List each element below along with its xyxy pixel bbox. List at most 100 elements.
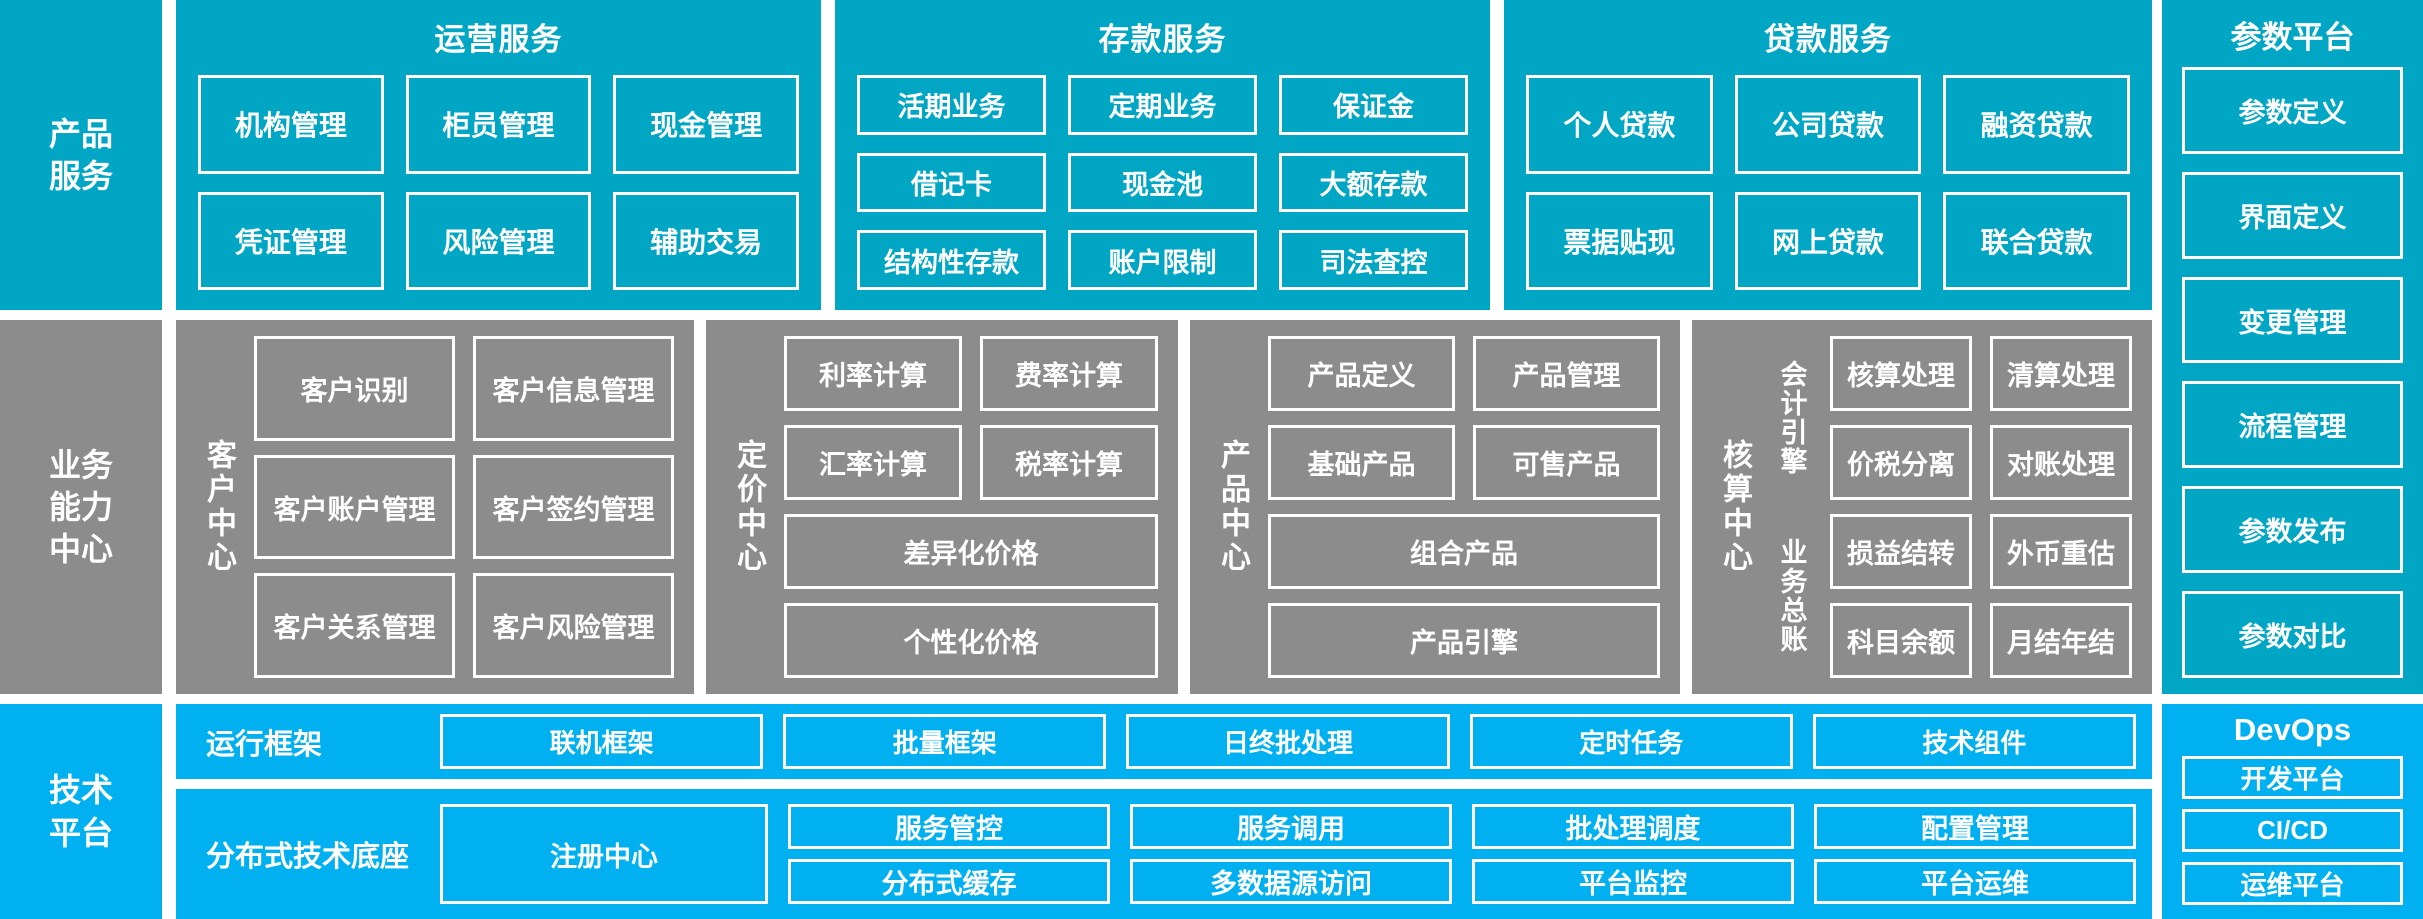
module-chayihua-jiage[interactable]: 差异化价格	[784, 514, 1158, 589]
module-kemu-yue[interactable]: 科目余额	[1830, 603, 1972, 678]
module-yuejie-nianjie[interactable]: 月结年结	[1990, 603, 2132, 678]
module-kehu-guanxi-guanli[interactable]: 客户关系管理	[254, 573, 455, 679]
module-baozhengjin[interactable]: 保证金	[1279, 75, 1468, 135]
module-geren-daikuan[interactable]: 个人贷款	[1526, 75, 1713, 174]
module-zhuce-zhongxin[interactable]: 注册中心	[440, 804, 768, 904]
module-jiashui-fenli[interactable]: 价税分离	[1830, 425, 1972, 500]
module-kehu-qianyue-guanli[interactable]: 客户签约管理	[473, 454, 674, 560]
module-chanpin-yinqing[interactable]: 产品引擎	[1268, 603, 1660, 678]
module-sunyi-jiezhuan[interactable]: 损益结转	[1830, 514, 1972, 589]
module-zuhe-chanpin[interactable]: 组合产品	[1268, 514, 1660, 589]
module-chanpin-guanli[interactable]: 产品管理	[1473, 336, 1660, 411]
module-canshu-dingyi[interactable]: 参数定义	[2182, 67, 2403, 154]
service-group-operations[interactable]: 运营服务 机构管理 柜员管理 现金管理 凭证管理 风险管理 辅助交易	[176, 0, 821, 310]
module-fengxian-guanli[interactable]: 风险管理	[405, 191, 592, 290]
module-kehu-xinxi-guanli[interactable]: 客户信息管理	[473, 336, 674, 441]
module-duoshujuyuan-fangwen[interactable]: 多数据源访问	[1130, 859, 1452, 904]
module-qingsuan-chuli[interactable]: 清算处理	[1990, 336, 2132, 411]
module-gexinghua-jiage[interactable]: 个性化价格	[784, 603, 1158, 678]
service-group-deposit[interactable]: 存款服务 活期业务 定期业务 保证金 借记卡 现金池 大额存款 结构性存款 账户…	[835, 0, 1490, 310]
group-title-deposit: 存款服务	[1098, 22, 1227, 57]
technical-platform-strips: 运行框架 联机框架 批量框架 日终批处理 定时任务 技术组件 分布式技术底座 注…	[176, 704, 2152, 919]
module-fuwu-guankong[interactable]: 服务管控	[788, 804, 1110, 849]
module-jiemian-dingyi[interactable]: 界面定义	[2182, 171, 2403, 259]
module-duizhang-chuli[interactable]: 对账处理	[1990, 425, 2132, 500]
service-group-loan[interactable]: 贷款服务 个人贷款 公司贷款 融资贷款 票据贴现 网上贷款 联合贷款	[1504, 0, 2152, 310]
module-huoqi-yewu[interactable]: 活期业务	[857, 75, 1046, 135]
capability-centers: 客户中心 客户识别 客户信息管理 客户账户管理 客户签约管理 客户关系管理 客户	[176, 320, 2152, 694]
module-ci-cd[interactable]: CI/CD	[2182, 809, 2403, 852]
module-dingshi-renwu[interactable]: 定时任务	[1469, 714, 1793, 769]
group-title-loan: 贷款服务	[1764, 22, 1892, 57]
band-product-service: 产品 服务 运营服务 机构管理 柜员管理 现金管理 凭证管理 风险管理 辅助交易…	[0, 0, 2152, 310]
module-lianhe-daikuan[interactable]: 联合贷款	[1943, 191, 2130, 290]
module-kehu-zhanghu-guanli[interactable]: 客户账户管理	[254, 454, 455, 560]
module-peizhi-guanli[interactable]: 配置管理	[1814, 804, 2136, 849]
module-canshu-fabu[interactable]: 参数发布	[2182, 486, 2403, 574]
module-pingtai-yunwei[interactable]: 平台运维	[1814, 859, 2136, 904]
module-xianjin-chi[interactable]: 现金池	[1068, 152, 1257, 213]
panel-parameter-platform[interactable]: 参数平台 参数定义 界面定义 变更管理 流程管理 参数发布 参数对比	[2162, 0, 2423, 694]
module-jieji-ka[interactable]: 借记卡	[857, 152, 1046, 213]
module-huilv-jisuan[interactable]: 汇率计算	[784, 425, 962, 500]
tier-label-product-service: 产品 服务	[0, 0, 162, 310]
tier-label-technical-platform: 技术 平台	[0, 704, 162, 919]
module-rongzi-daikuan[interactable]: 融资贷款	[1943, 75, 2130, 174]
center-accounting[interactable]: 核算中心 会计引擎 业务总账 核算处理 清算处理 价税分离	[1692, 320, 2152, 694]
center-product[interactable]: 产品中心 产品定义 产品管理 基础产品 可售产品 组合产品	[1190, 320, 1680, 694]
module-jishu-zujian[interactable]: 技术组件	[1812, 714, 2137, 769]
module-guiyuan-guanli[interactable]: 柜员管理	[405, 75, 592, 174]
module-dae-cunkuan[interactable]: 大额存款	[1279, 152, 1468, 213]
main-column: 产品 服务 运营服务 机构管理 柜员管理 现金管理 凭证管理 风险管理 辅助交易…	[0, 0, 2152, 919]
panel-title-devops: DevOps	[2233, 712, 2352, 747]
module-sifa-chakong[interactable]: 司法查控	[1279, 230, 1468, 290]
center-label-pricing: 定价中心	[732, 439, 765, 575]
module-piaoju-tiexian[interactable]: 票据贴现	[1526, 191, 1713, 290]
module-zhanghu-xianzhi[interactable]: 账户限制	[1068, 230, 1257, 290]
strip-distributed-foundation[interactable]: 分布式技术底座 注册中心 服务管控 分布式缓存 服务调用 多数据源访问 批处理调…	[176, 789, 2152, 919]
module-shuilv-jisuan[interactable]: 税率计算	[980, 425, 1158, 500]
module-fuwu-diaoyong[interactable]: 服务调用	[1130, 804, 1452, 849]
strip-label-runtime-framework: 运行框架	[206, 728, 323, 761]
module-piliang-kuangjia[interactable]: 批量框架	[783, 714, 1107, 769]
module-chanpin-dingyi[interactable]: 产品定义	[1268, 336, 1455, 411]
module-hesuan-chuli[interactable]: 核算处理	[1830, 336, 1972, 411]
group-title-operations: 运营服务	[434, 22, 563, 57]
module-rizhong-pichuli[interactable]: 日终批处理	[1126, 714, 1450, 769]
center-pricing[interactable]: 定价中心 利率计算 费率计算 汇率计算 税率计算 差异化价格	[706, 320, 1178, 694]
module-keshou-chanpin[interactable]: 可售产品	[1473, 425, 1660, 500]
module-xianjin-guanli[interactable]: 现金管理	[613, 75, 799, 174]
center-label-product: 产品中心	[1216, 439, 1249, 575]
center-customer[interactable]: 客户中心 客户识别 客户信息管理 客户账户管理 客户签约管理 客户关系管理 客户	[176, 320, 694, 694]
module-canshu-duibi[interactable]: 参数对比	[2182, 591, 2403, 678]
module-lianji-kuangjia[interactable]: 联机框架	[440, 714, 764, 769]
product-service-groups: 运营服务 机构管理 柜员管理 现金管理 凭证管理 风险管理 辅助交易 存款服务 …	[176, 0, 2152, 310]
strip-label-distributed-foundation: 分布式技术底座	[206, 841, 410, 873]
center-label-accounting: 核算中心	[1718, 439, 1751, 575]
module-biangeng-guanli[interactable]: 变更管理	[2182, 276, 2403, 364]
panel-devops[interactable]: DevOps 开发平台 CI/CD 运维平台	[2162, 704, 2423, 919]
module-wangshang-daikuan[interactable]: 网上贷款	[1734, 191, 1922, 290]
module-lilv-jisuan[interactable]: 利率计算	[784, 336, 962, 411]
right-column: 参数平台 参数定义 界面定义 变更管理 流程管理 参数发布 参数对比 DevOp…	[2152, 0, 2423, 919]
module-fenbushi-huancun[interactable]: 分布式缓存	[788, 859, 1110, 904]
module-kaifa-pingtai[interactable]: 开发平台	[2182, 756, 2403, 799]
module-pingtai-jiankong[interactable]: 平台监控	[1472, 859, 1794, 904]
module-jiegouxing-cunkuan[interactable]: 结构性存款	[857, 230, 1046, 290]
module-jichu-chanpin[interactable]: 基础产品	[1268, 425, 1455, 500]
module-dingqi-yewu[interactable]: 定期业务	[1068, 75, 1257, 135]
module-waibi-chonggu[interactable]: 外币重估	[1990, 514, 2132, 589]
module-kehu-shibie[interactable]: 客户识别	[254, 336, 455, 441]
module-fuzhu-jiaoyi[interactable]: 辅助交易	[613, 191, 799, 290]
module-kehu-fengxian-guanli[interactable]: 客户风险管理	[473, 573, 674, 679]
subgroup-label-general-ledger: 业务总账	[1776, 538, 1807, 654]
center-label-customer: 客户中心	[202, 439, 235, 575]
module-yunwei-pingtai[interactable]: 运维平台	[2182, 862, 2403, 905]
module-jigou-guanli[interactable]: 机构管理	[198, 75, 384, 174]
strip-runtime-framework[interactable]: 运行框架 联机框架 批量框架 日终批处理 定时任务 技术组件	[176, 704, 2152, 779]
module-pingzheng-guanli[interactable]: 凭证管理	[198, 191, 384, 290]
module-pichuli-diaodu[interactable]: 批处理调度	[1472, 804, 1794, 849]
module-liucheng-guanli[interactable]: 流程管理	[2182, 381, 2403, 469]
module-feilv-jisuan[interactable]: 费率计算	[980, 336, 1158, 411]
module-gongsi-daikuan[interactable]: 公司贷款	[1734, 75, 1922, 174]
